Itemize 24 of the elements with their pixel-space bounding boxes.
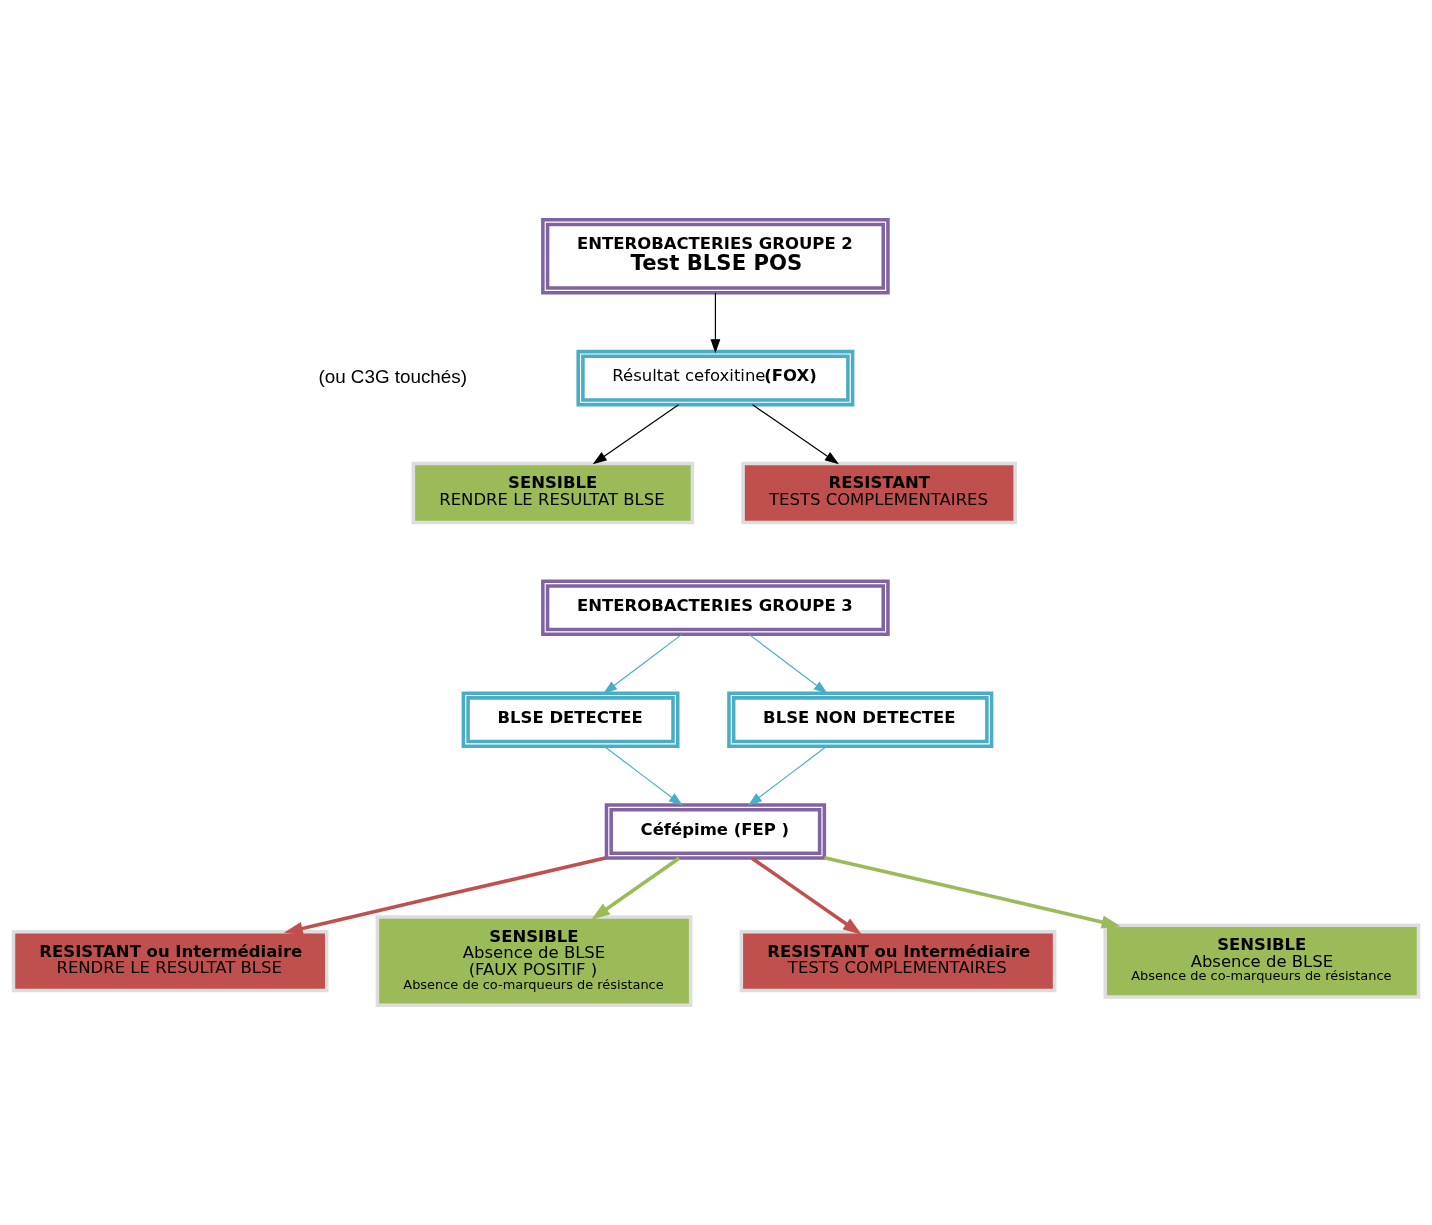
- arrow: [824, 856, 1121, 929]
- node-box: SENSIBLE Absence de BLSE Absence de co-marqueurs de résistance: [1103, 923, 1421, 999]
- arrow: [750, 856, 862, 935]
- arrow: [748, 633, 828, 694]
- arrow: [591, 856, 681, 920]
- node-box: ENTEROBACTERIES GROUPE 2 Test BLSE POS: [541, 217, 890, 295]
- node-box: RESISTANT ou Intermédiaire TESTS COMPLEMENTAIRES: [739, 929, 1057, 993]
- node-box: SENSIBLE RENDRE LE RESULTAT BLSE: [411, 461, 695, 525]
- node-box: BLSE NON DETECTEE: [727, 691, 994, 748]
- node-box: RESISTANT ou Intermédiaire RENDRE LE RESULTAT BLSE: [11, 929, 329, 993]
- arrow: [592, 404, 680, 465]
- arrow: [751, 404, 839, 465]
- node-box: Céfépime (FEP ): [604, 803, 827, 860]
- node-box: BLSE DETECTEE: [461, 691, 680, 748]
- arrow: [283, 856, 607, 935]
- node-box: SENSIBLE Absence de BLSE (FAUX POSITIF ) Absence de co-marqueurs de résistance: [375, 915, 693, 1008]
- node-box: ENTEROBACTERIES GROUPE 3: [541, 579, 890, 637]
- arrow: [603, 745, 683, 806]
- label: (ou C3G touchés): [318, 365, 467, 387]
- arrow: [710, 292, 721, 354]
- arrow: [603, 633, 683, 694]
- arrow: [747, 745, 828, 806]
- node-box: Résultat cefoxitine(FOX): [576, 349, 855, 407]
- node-box: RESISTANT TESTS COMPLEMENTAIRES: [741, 461, 1017, 525]
